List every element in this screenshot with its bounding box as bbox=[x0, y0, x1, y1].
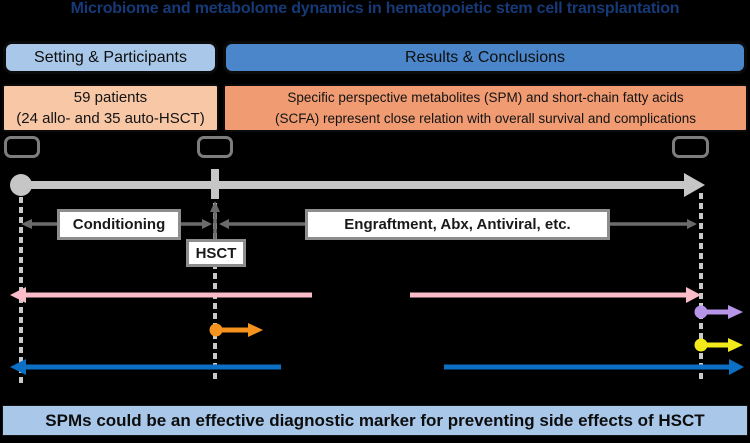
timeline-hsct-tick bbox=[211, 169, 219, 199]
blue-span-right-arrowhead-icon bbox=[729, 359, 744, 375]
header-setting-participants: Setting & Participants bbox=[3, 41, 218, 74]
hsct-box: HSCT bbox=[186, 239, 246, 267]
post-phase-right-arrowhead-icon bbox=[687, 219, 697, 229]
timeline-start-dot bbox=[10, 174, 32, 196]
conclusion-banner: SPMs could be an effective diagnostic ma… bbox=[2, 405, 748, 436]
participants-line2: (24 allo- and 35 auto-HSCT) bbox=[16, 110, 205, 127]
sample-point-box-start bbox=[4, 136, 40, 158]
pink-span-left-arrowhead-icon bbox=[10, 287, 26, 303]
page-title: Microbiome and metabolome dynamics in he… bbox=[70, 0, 680, 17]
header-results-conclusions: Results & Conclusions bbox=[223, 41, 747, 74]
participants-box: 59 patients (24 allo- and 35 auto-HSCT) bbox=[2, 84, 219, 132]
results-line2: (SCFA) represent close relation with ove… bbox=[275, 111, 696, 126]
orange-arrowhead-icon bbox=[248, 323, 263, 337]
post-phase-left-arrowhead-icon bbox=[219, 219, 229, 229]
results-line1: Specific perspective metabolites (SPM) a… bbox=[287, 90, 684, 105]
results-box: Specific perspective metabolites (SPM) a… bbox=[223, 84, 748, 132]
hsct-up-arrowhead-icon bbox=[210, 201, 220, 212]
conditioning-left-arrowhead-icon bbox=[21, 219, 32, 229]
timeline-bar bbox=[21, 181, 684, 189]
engraftment-box: Engraftment, Abx, Antiviral, etc. bbox=[305, 209, 610, 240]
sample-point-box-end bbox=[672, 136, 709, 158]
purple-arrowhead-icon bbox=[728, 305, 743, 319]
yellow-arrowhead-icon bbox=[728, 338, 743, 352]
sample-point-box-hsct bbox=[197, 136, 233, 158]
participants-line1: 59 patients bbox=[73, 89, 148, 106]
pink-span-right-arrowhead-icon bbox=[686, 287, 701, 303]
blue-span-left-arrowhead-icon bbox=[10, 359, 26, 375]
conditioning-right-arrowhead-icon bbox=[202, 219, 212, 229]
timeline-arrowhead-icon bbox=[684, 173, 705, 197]
conditioning-box: Conditioning bbox=[57, 209, 181, 240]
